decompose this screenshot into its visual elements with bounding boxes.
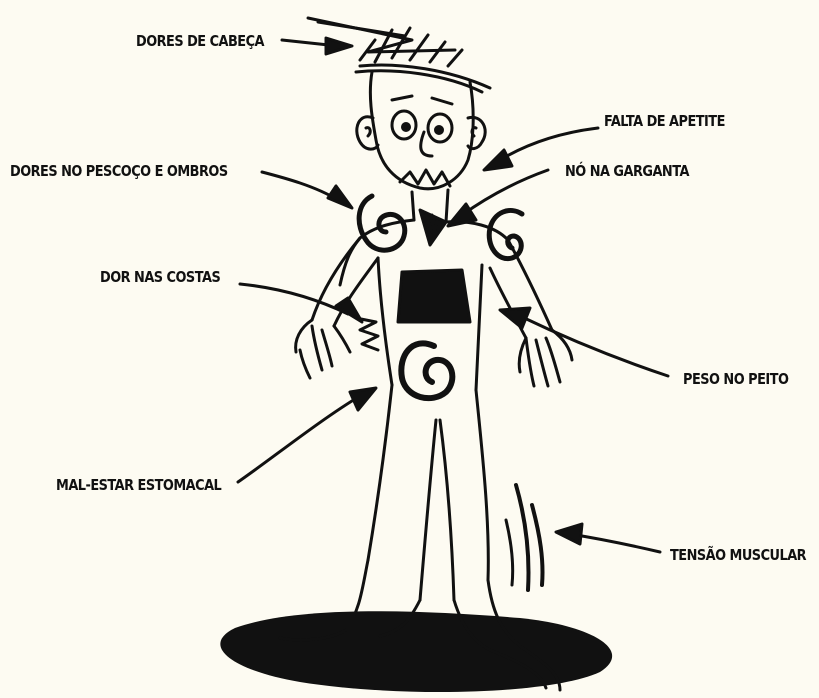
arrow-back <box>240 284 362 322</box>
label-back: DOR NAS COSTAS <box>100 268 220 286</box>
head <box>357 72 485 189</box>
chest-weight <box>398 270 470 322</box>
label-throat: NÓ NA GARGANTA <box>565 162 689 180</box>
label-appetite: FALTA DE APETITE <box>604 112 725 130</box>
back-pain-spikes <box>356 318 378 350</box>
arrow-stomach <box>238 388 376 482</box>
label-muscle: TENSÃO MUSCULAR <box>670 546 806 564</box>
arrow-muscle <box>556 524 660 552</box>
tension-lines <box>506 485 543 590</box>
label-chest: PESO NO PEITO <box>683 370 788 388</box>
arrow-neck-shoulders <box>262 172 352 208</box>
hair-zigzag <box>308 18 490 92</box>
neck <box>412 190 448 245</box>
label-neck-shoulders: DORES NO PESCOÇO E OMBROS <box>10 162 228 180</box>
label-stomach: MAL-ESTAR ESTOMACAL <box>56 476 221 494</box>
stomach-swirl <box>401 343 452 398</box>
ground-shadow <box>220 611 612 692</box>
label-headache: DORES DE CABEÇA <box>136 32 264 50</box>
arrow-headache <box>282 38 352 54</box>
